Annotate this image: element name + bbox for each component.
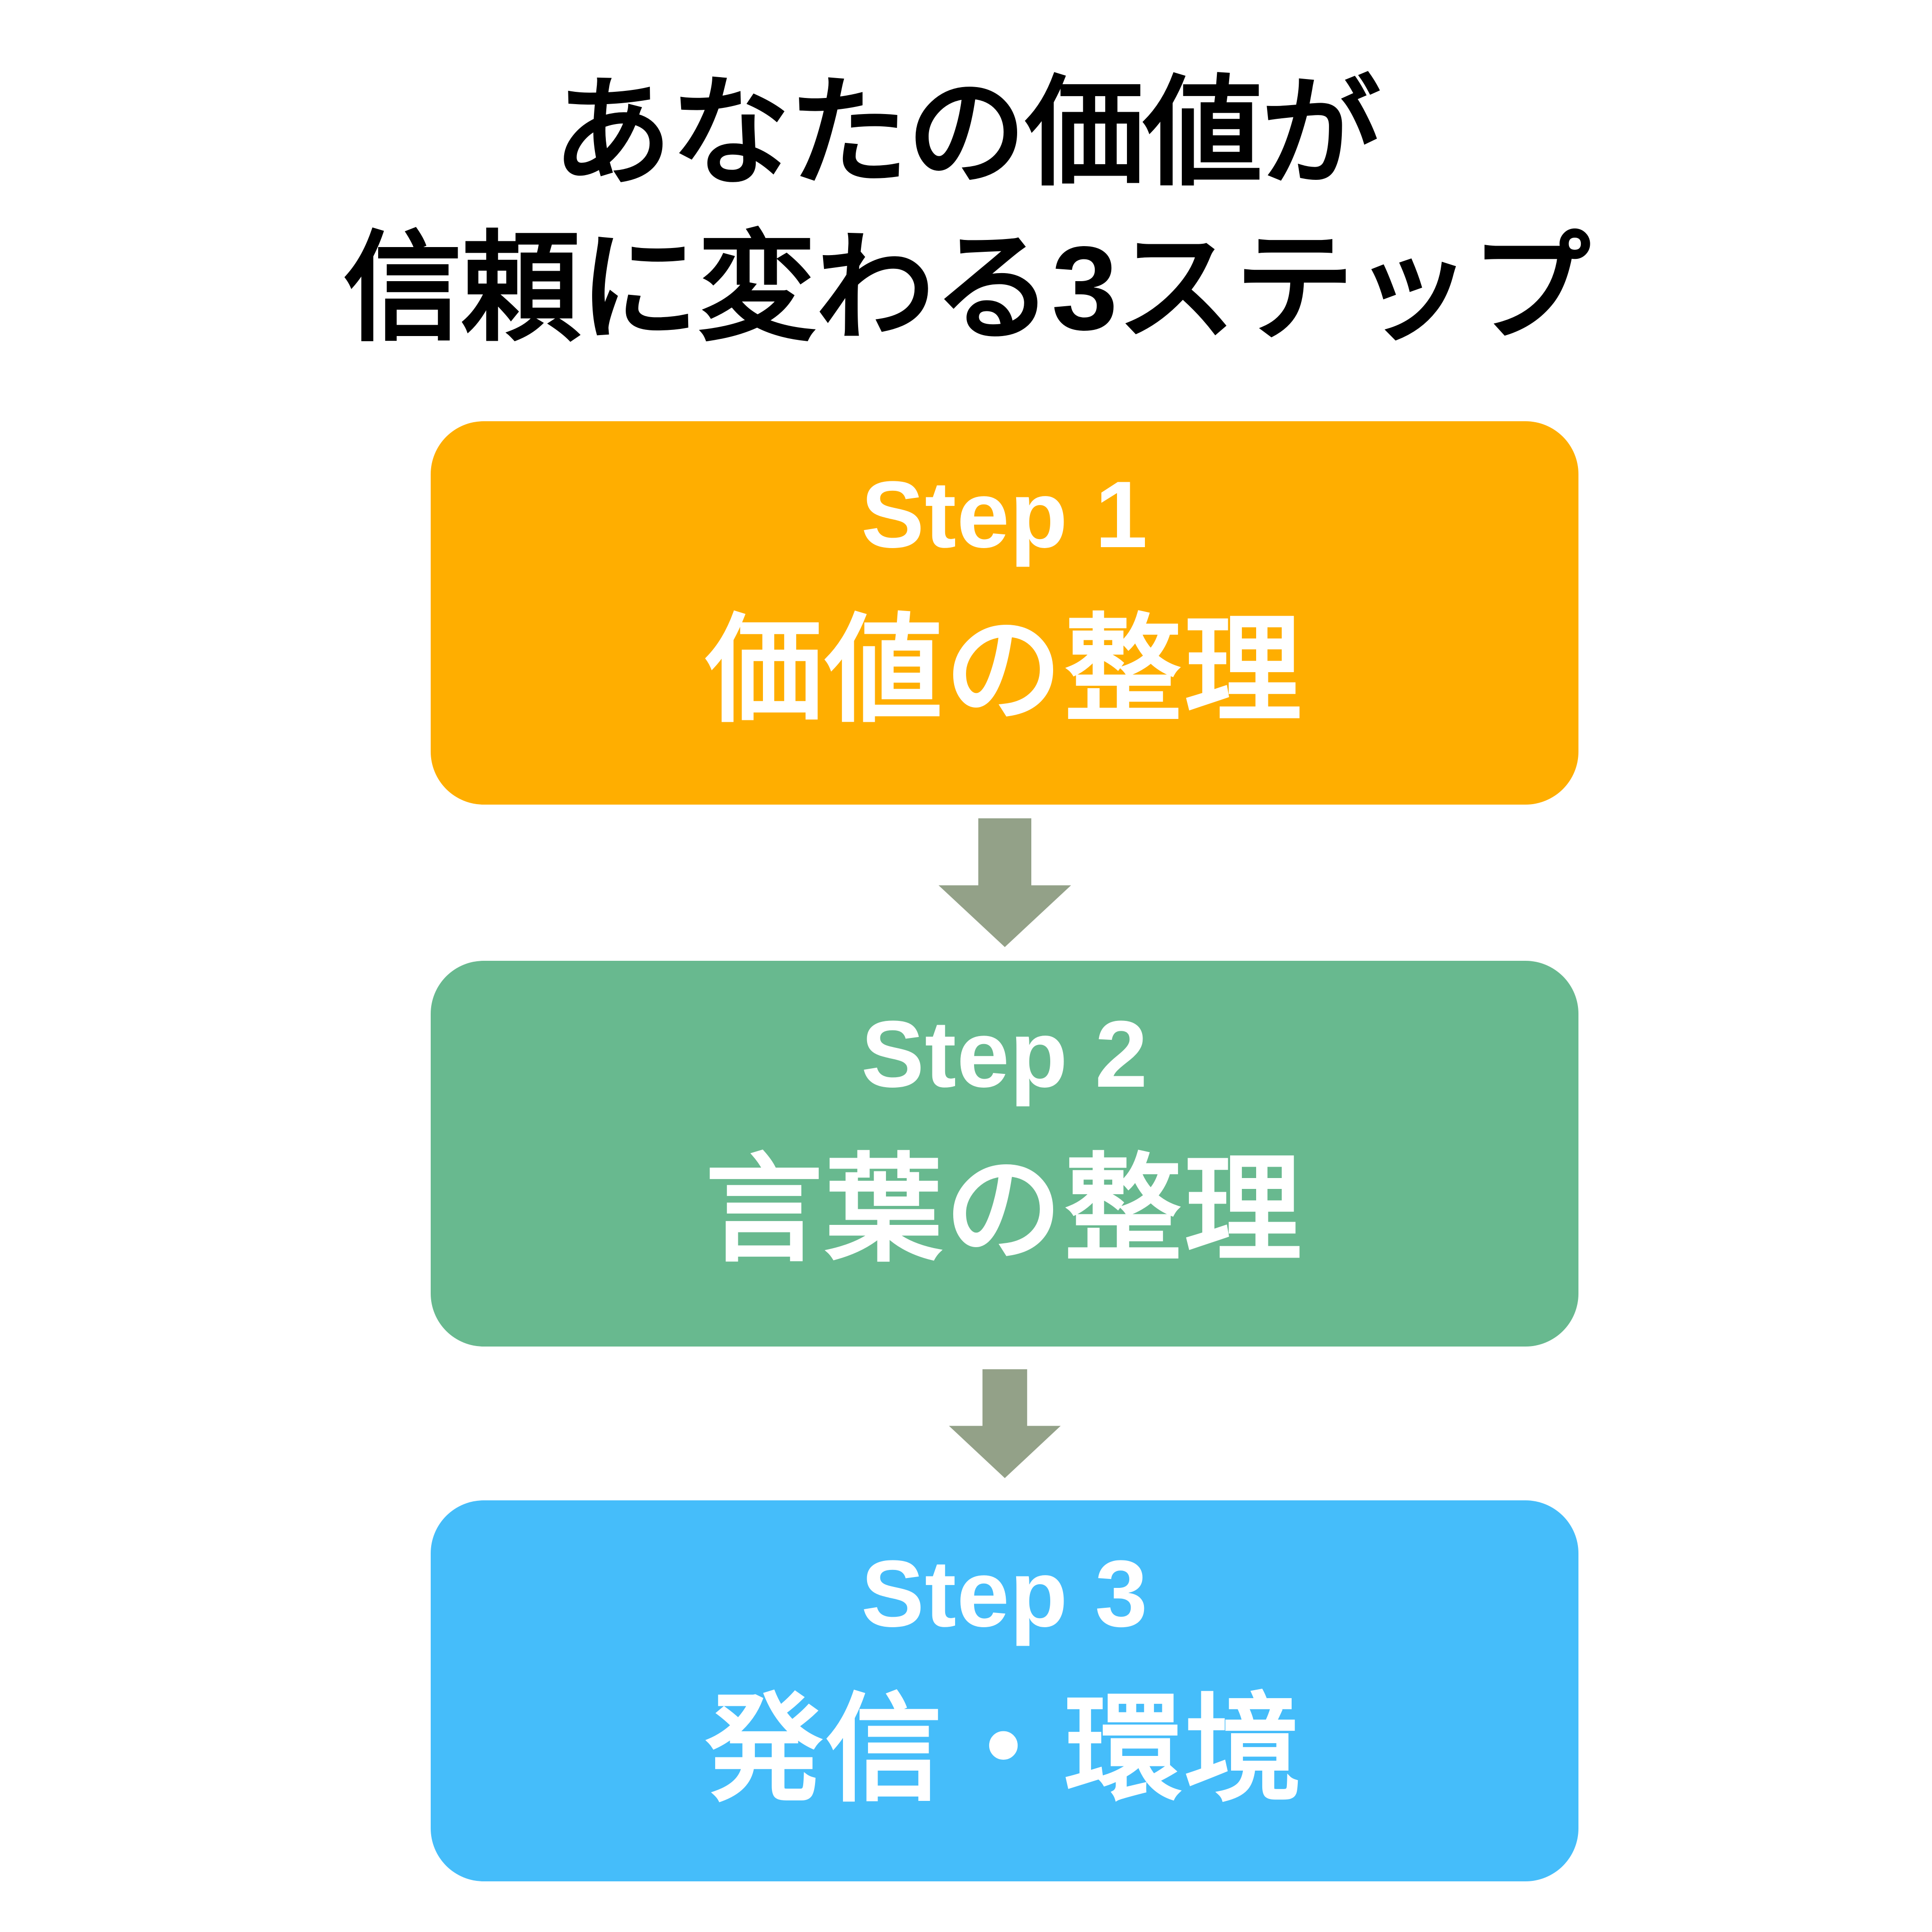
- step-box-1[interactable]: Step 1 価値の整理: [431, 421, 1578, 805]
- step-3-label: Step 3: [861, 1541, 1148, 1647]
- page-title-line-2: 信頼に変わる3ステップ: [343, 222, 1590, 355]
- step-3-title: 発信・環境: [705, 1684, 1304, 1815]
- steps-flow-diagram: Step 1 価値の整理 Step 2 言葉の整理 Step 3 発信・環境: [431, 421, 1578, 1881]
- step-2-label: Step 2: [861, 1001, 1148, 1107]
- step-box-3[interactable]: Step 3 発信・環境: [431, 1500, 1578, 1881]
- step-2-title: 言葉の整理: [705, 1144, 1304, 1276]
- down-arrow-icon: [948, 1369, 1061, 1478]
- arrow-step2-to-step3-wrapper: [431, 1347, 1578, 1500]
- page-title-line-1: あなたの価値が: [552, 67, 1381, 200]
- down-arrow-icon: [938, 818, 1071, 947]
- step-1-title: 価値の整理: [705, 604, 1304, 736]
- page-title: あなたの価値が 信頼に変わる3ステップ: [0, 56, 1932, 366]
- step-box-2[interactable]: Step 2 言葉の整理: [431, 961, 1578, 1347]
- arrow-step1-to-step2-wrapper: [431, 805, 1578, 961]
- step-1-label: Step 1: [861, 462, 1148, 567]
